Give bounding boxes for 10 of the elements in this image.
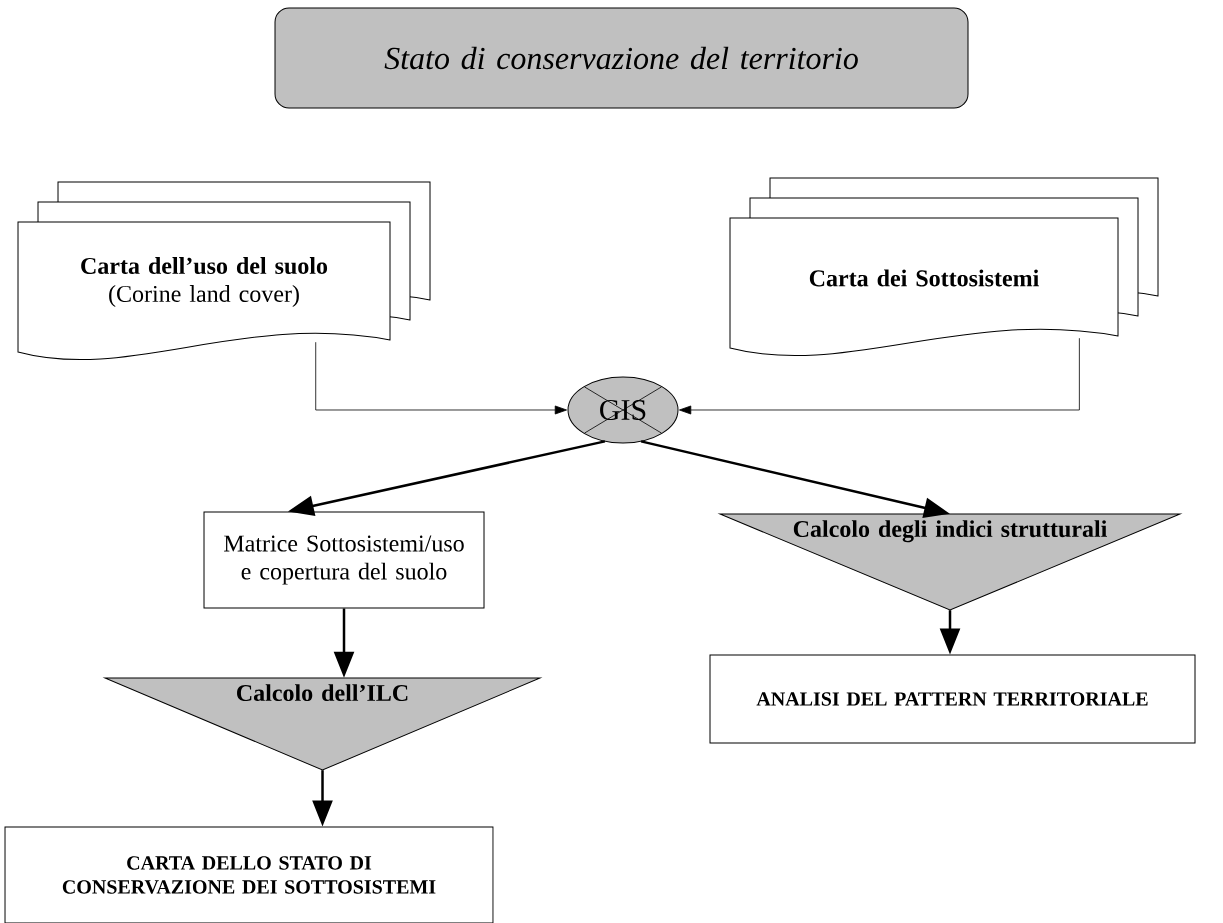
process-box: ANALISI DEL PATTERN TERRITORIALE xyxy=(709,654,1196,744)
process-triangle: Calcolo degli indici strutturali xyxy=(719,513,1181,611)
document-stack: Carta dell’uso del suolo (Corine land cover) xyxy=(17,181,431,361)
document-stack: Carta dei Sottosistemi xyxy=(729,177,1159,357)
title-box: Stato di conservazione del territorio xyxy=(274,7,969,109)
arrow xyxy=(315,341,567,415)
process-box: Matrice Sottosistemi/uso e copertura del suolo xyxy=(203,511,485,609)
process-triangle: Calcolo dell’ILC xyxy=(104,677,541,771)
arrow xyxy=(679,337,1080,415)
process-box: CARTA DELLO STATO DI CONSERVAZIONE DEI SOTTOSISTEMI xyxy=(4,826,494,923)
